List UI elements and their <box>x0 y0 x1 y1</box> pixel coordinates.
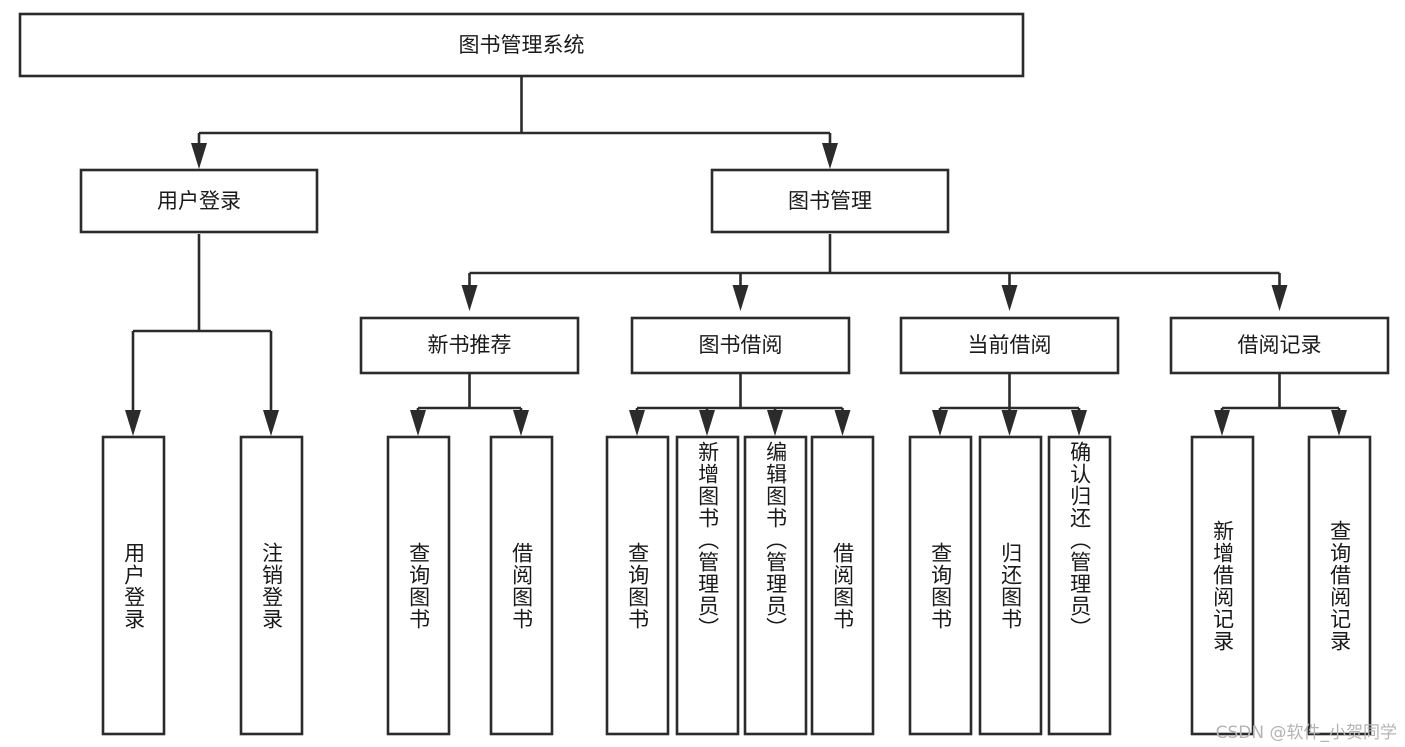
node-borrow-record-label: 借阅记录 <box>1238 333 1322 357</box>
arrow-bb-l2-icon <box>699 410 715 436</box>
node-user-login-box[interactable] <box>79 168 319 234</box>
arrow-bb-l1-icon <box>629 410 645 436</box>
arrow-bb-l4-icon <box>834 410 851 436</box>
leaf-box-group <box>101 435 1372 736</box>
connector-group-new-book-rec <box>410 373 529 436</box>
node-leaf-add-record-box[interactable] <box>1190 435 1255 736</box>
arrow-cb-l2-icon <box>1001 410 1018 436</box>
arrow-br-l1-icon <box>1214 410 1230 436</box>
node-root[interactable]: 图书管理系统 <box>18 12 1025 78</box>
node-leaf-query-book-1-box[interactable] <box>386 435 451 736</box>
node-current-borrow-box[interactable] <box>899 316 1120 375</box>
node-leaf-query-book-2-box[interactable] <box>605 435 670 736</box>
node-book-manage-label: 图书管理 <box>788 189 872 213</box>
node-book-manage[interactable]: 图书管理 <box>710 168 950 234</box>
node-leaf-edit-book-box[interactable] <box>743 435 808 736</box>
node-borrow-record-box[interactable] <box>1169 316 1390 375</box>
node-root-label: 图书管理系统 <box>459 33 585 57</box>
node-leaf-confirm-return-box[interactable] <box>1047 435 1112 736</box>
node-leaf-query-book-3-box[interactable] <box>908 435 973 736</box>
arrow-cb-l3-icon <box>1071 410 1087 436</box>
arrow-br-l2-icon <box>1331 410 1347 436</box>
node-book-borrow-label: 图书借阅 <box>699 333 783 357</box>
node-root-box[interactable] <box>18 12 1025 78</box>
node-leaf-user-login-box[interactable] <box>101 435 166 736</box>
connector-group-user-login <box>125 234 279 436</box>
arrow-root-to-user-login-icon <box>191 143 207 169</box>
connector-group-book-manage <box>461 234 1288 311</box>
arrow-bb-l3-icon <box>767 410 783 436</box>
connector-group-current-borrow <box>932 373 1087 436</box>
arrow-cb-l1-icon <box>932 410 948 436</box>
node-current-borrow-label: 当前借阅 <box>968 333 1052 357</box>
node-new-book-rec-label: 新书推荐 <box>428 333 512 357</box>
arrow-root-to-book-manage-icon <box>822 143 838 169</box>
arrow-nbr-l2-icon <box>513 410 529 436</box>
node-book-borrow[interactable]: 图书借阅 <box>630 316 851 375</box>
node-current-borrow[interactable]: 当前借阅 <box>899 316 1120 375</box>
node-leaf-query-record-box[interactable] <box>1307 435 1372 736</box>
node-leaf-borrow-book-2-box[interactable] <box>810 435 875 736</box>
connector-group-book-borrow <box>629 373 851 436</box>
node-leaf-add-book-box[interactable] <box>675 435 740 736</box>
csdn-watermark: CSDN @软件_小贺同学 <box>1215 723 1397 743</box>
connector-group-borrow-record <box>1214 373 1347 436</box>
arrow-bm-c2-icon <box>732 285 749 311</box>
arrow-user-login-l1-icon <box>125 410 141 436</box>
node-leaf-return-book-box[interactable] <box>978 435 1043 736</box>
arrow-bm-c3-icon <box>1001 285 1018 311</box>
node-new-book-rec-box[interactable] <box>359 316 580 375</box>
node-leaf-borrow-book-1-box[interactable] <box>489 435 554 736</box>
arrow-nbr-l1-icon <box>410 410 426 436</box>
node-user-login[interactable]: 用户登录 <box>79 168 319 234</box>
node-book-borrow-box[interactable] <box>630 316 851 375</box>
node-user-login-label: 用户登录 <box>157 189 241 213</box>
node-book-manage-box[interactable] <box>710 168 950 234</box>
connector-group-root <box>191 76 838 169</box>
arrow-bm-c4-icon <box>1271 285 1288 311</box>
node-new-book-rec[interactable]: 新书推荐 <box>359 316 580 375</box>
arrow-user-login-l2-icon <box>263 410 279 436</box>
node-leaf-user-logout-box[interactable] <box>239 435 304 736</box>
arrow-bm-c1-icon <box>461 285 478 311</box>
node-borrow-record[interactable]: 借阅记录 <box>1169 316 1390 375</box>
